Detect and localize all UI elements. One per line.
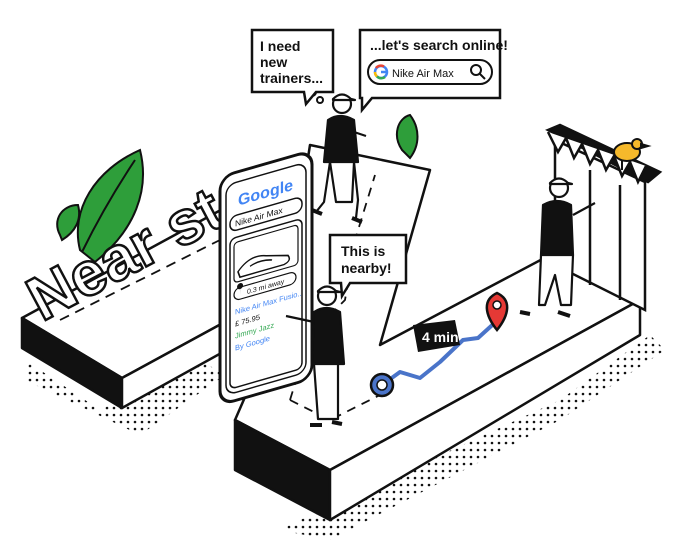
- search-query-text: Nike Air Max: [392, 68, 454, 80]
- leaf-right-icon: [395, 113, 419, 160]
- time-badge-text: 4 min: [422, 329, 459, 345]
- person-walking: [519, 177, 596, 318]
- bubble1-line3: trainers...: [260, 70, 323, 86]
- bubble2-text: ...let's search online!: [370, 37, 508, 53]
- bubble3-line1: This is: [341, 243, 386, 259]
- location-pin-icon: [237, 283, 244, 296]
- speech-bubble-1: I need new trainers...: [250, 28, 335, 107]
- phone: Google Nike Air Max 0.3 mi away Nike Air…: [218, 152, 314, 404]
- time-badge: 4 min: [413, 320, 460, 352]
- speech-bubble-2: ...let's search online! Nike Air Max: [358, 28, 508, 114]
- bird-icon: [613, 138, 652, 170]
- search-bar[interactable]: [367, 59, 493, 85]
- leaf-left-icon: [76, 148, 144, 264]
- distance-chip: [233, 271, 297, 301]
- bubble1-line1: I need: [260, 38, 300, 54]
- search-icon[interactable]: [470, 64, 486, 80]
- map-pin-icon: [485, 291, 509, 333]
- bubble1-line2: new: [260, 54, 287, 70]
- bubble3-line2: nearby!: [341, 260, 392, 276]
- phone-search-field[interactable]: [229, 196, 303, 232]
- shoe-icon: [237, 254, 291, 279]
- leaf-small-icon: [56, 203, 81, 242]
- route-line: [380, 316, 502, 387]
- speech-bubble-3: This is nearby!: [328, 233, 408, 300]
- person-pointing: [285, 285, 346, 427]
- google-g-icon: [373, 64, 389, 80]
- person-top: [311, 93, 367, 224]
